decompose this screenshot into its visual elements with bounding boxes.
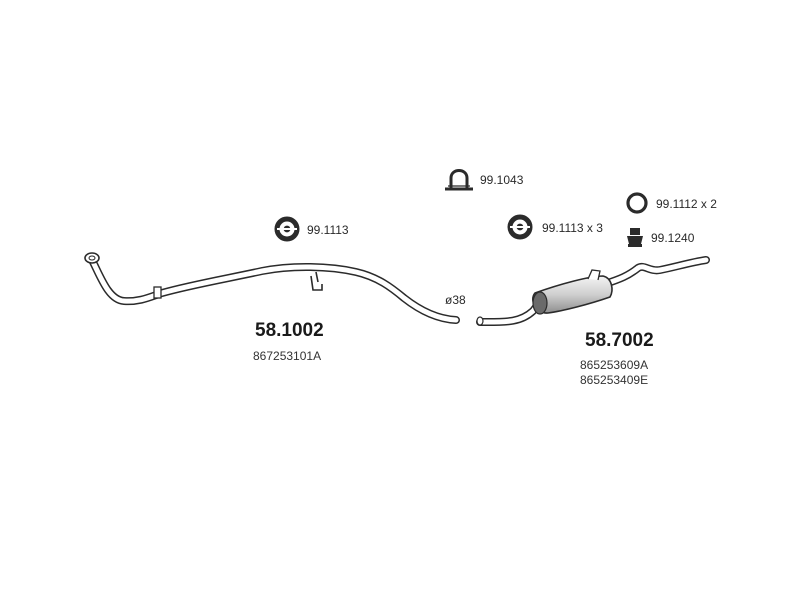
part-number-58-7002: 58.7002	[585, 330, 654, 351]
part-number-58-1002: 58.1002	[255, 320, 324, 341]
front-pipe-58-1002	[84, 252, 460, 324]
hardware-code-bumper: 99.1240	[651, 231, 695, 245]
hardware-code-rubber-mount: 99.1113	[307, 223, 349, 237]
clamp-icon	[445, 169, 473, 191]
rear-silencer-58-7002	[476, 256, 710, 327]
pipe-clamp-band	[153, 286, 162, 299]
hardware-code-clamp: 99.1043	[480, 173, 524, 187]
front-pipe-flange	[84, 252, 100, 264]
pipe-diameter-label: ø38	[445, 293, 466, 307]
rubber-mount-icon	[507, 214, 533, 240]
hanger-bracket	[310, 271, 323, 291]
bumper-icon	[627, 228, 643, 247]
rubber-mount-icon	[274, 216, 300, 242]
oe-number: 865253609A	[580, 358, 649, 372]
oe-number: 865253409E	[580, 373, 649, 387]
hardware-code-ring-gasket: 99.1112 x 2	[656, 197, 717, 211]
ring-gasket-icon	[626, 192, 648, 214]
hardware-code-rubber-mount-x3: 99.1113 x 3	[542, 221, 603, 235]
oe-number: 867253101A	[253, 349, 322, 363]
